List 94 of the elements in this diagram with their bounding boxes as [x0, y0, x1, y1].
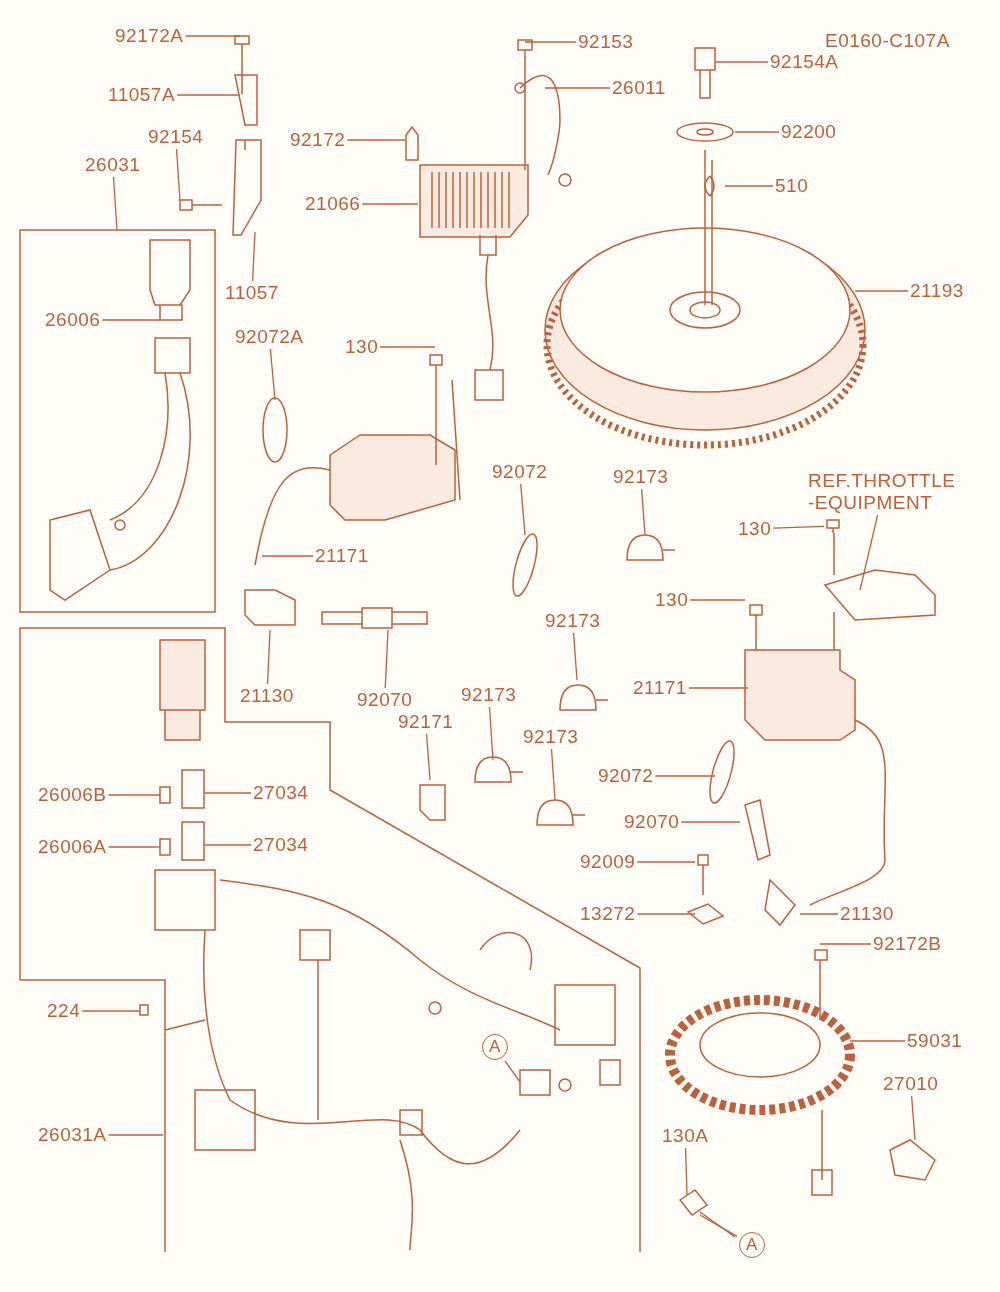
bolt-icon: [826, 519, 840, 533]
leader-line: [772, 525, 825, 529]
part-number: 26031: [85, 154, 141, 176]
leader-line: [680, 821, 741, 823]
leader-line: [636, 861, 696, 863]
leader-line: [107, 1134, 164, 1136]
leader-line: [81, 1010, 141, 1012]
part-number: REF.THROTTLE -EQUIPMENT: [808, 470, 958, 514]
leader-line: [520, 483, 526, 536]
leader-line: [636, 913, 696, 915]
part-number: 130: [738, 518, 772, 540]
leader-line: [819, 943, 872, 945]
part-number: 92154: [148, 126, 204, 148]
part-number: 92172: [290, 129, 346, 151]
leader-line: [251, 231, 256, 282]
part-number: 510: [775, 175, 809, 197]
part-number: 92072A: [235, 326, 304, 348]
leader-line: [684, 1147, 688, 1196]
leader-line: [524, 41, 577, 43]
leader-line: [175, 148, 181, 201]
part-number: 130: [655, 589, 689, 611]
leader-line: [107, 794, 161, 796]
leader-line: [849, 1040, 906, 1042]
part-number: 92070: [357, 689, 413, 711]
leader-line: [184, 35, 241, 37]
part-number: 26006: [45, 309, 101, 331]
part-number: 92072: [492, 461, 548, 483]
leader-line: [504, 1060, 521, 1083]
leader-line: [261, 555, 314, 557]
part-number: 130: [345, 336, 379, 358]
leader-line: [107, 846, 161, 848]
leader-line: [346, 139, 406, 141]
part-number: 21130: [240, 685, 294, 707]
part-number: 59031: [907, 1030, 963, 1052]
part-number: 130A: [662, 1125, 709, 1147]
leader-line: [488, 706, 494, 761]
leader-line: [859, 514, 879, 591]
reference-circle: A: [739, 1232, 765, 1258]
part-number: 21066: [305, 193, 361, 215]
part-number: 92009: [580, 851, 636, 873]
leader-line: [689, 599, 746, 601]
leader-line: [379, 346, 436, 348]
leader-line: [640, 488, 646, 536]
part-number: 92173: [461, 684, 517, 706]
part-number: 11057A: [108, 84, 176, 106]
part-number: 92072: [598, 765, 654, 787]
part-number: 92070: [624, 811, 680, 833]
leader-line: [699, 1214, 738, 1237]
part-number: 92173: [613, 466, 669, 488]
part-number: 27034: [253, 782, 309, 804]
leader-line: [910, 1095, 916, 1141]
leader-line: [269, 348, 276, 401]
leader-line: [724, 185, 774, 187]
leader-line: [688, 687, 749, 689]
part-number: 92171: [398, 711, 454, 733]
part-number: 21171: [633, 677, 687, 699]
leader-line: [799, 913, 839, 915]
part-number: 13272: [580, 903, 636, 925]
part-number: 92173: [545, 610, 601, 632]
part-number: 92172B: [873, 933, 942, 955]
leader-line: [854, 290, 909, 292]
leader-line: [112, 176, 118, 231]
part-number: 21193: [910, 280, 964, 302]
part-number: 26011: [612, 77, 666, 99]
leader-line: [544, 87, 611, 89]
reference-circle: A: [482, 1034, 508, 1060]
part-number: 11057: [225, 282, 279, 304]
part-number: 92154A: [770, 51, 839, 73]
part-number: 26006B: [38, 784, 107, 806]
part-number: 92172A: [115, 25, 184, 47]
part-number: 21171: [315, 545, 369, 567]
part-number: 92200: [781, 121, 837, 143]
part-number: 27010: [883, 1073, 939, 1095]
drawing-number: E0160-C107A: [825, 30, 950, 52]
leader-line: [204, 844, 252, 846]
part-number: 224: [47, 1000, 81, 1022]
leader-line: [425, 733, 431, 781]
leader-line: [176, 94, 241, 96]
part-number: 92173: [523, 726, 579, 748]
leader-line: [734, 131, 780, 133]
leader-line: [101, 319, 161, 321]
part-number: 27034: [253, 834, 309, 856]
part-number: 26006A: [38, 836, 107, 858]
leader-line: [572, 632, 578, 681]
leader-line: [204, 792, 252, 794]
leader-line: [550, 748, 556, 801]
leader-line: [361, 203, 419, 205]
leader-line: [714, 61, 769, 63]
leader-line: [266, 629, 271, 685]
part-number: 21130: [840, 903, 894, 925]
leader-line: [654, 775, 716, 777]
part-number: 92153: [578, 31, 634, 53]
leader-line: [384, 629, 389, 689]
part-number: 26031A: [38, 1124, 107, 1146]
